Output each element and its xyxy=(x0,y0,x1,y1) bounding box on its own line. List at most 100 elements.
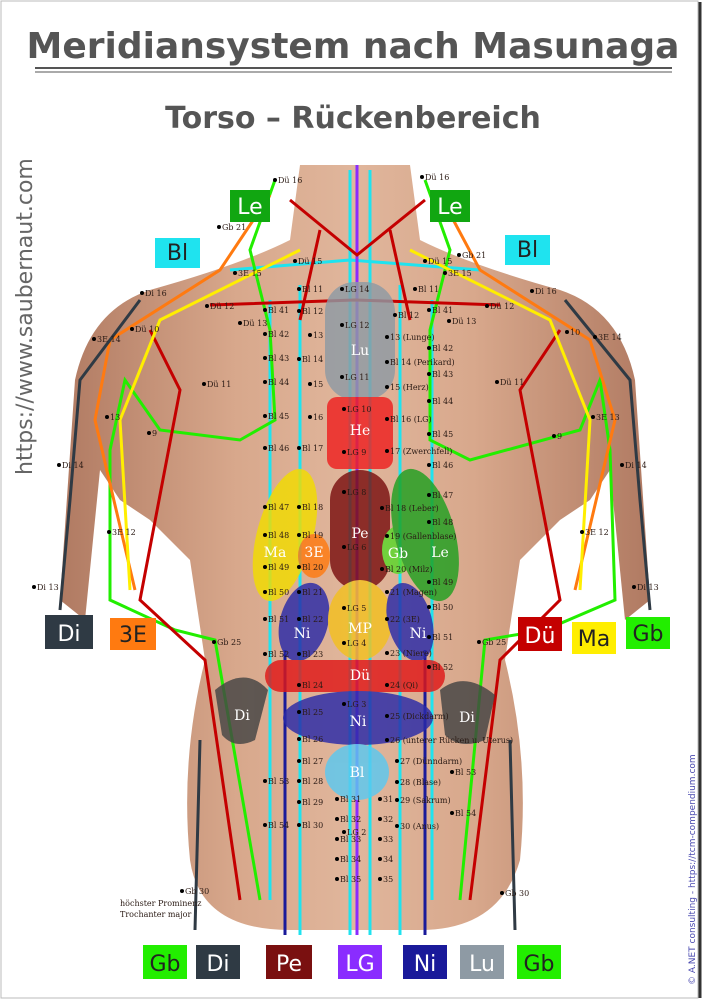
badge-box xyxy=(196,945,240,979)
badge-box xyxy=(505,235,550,265)
acupoint-label: Bl 41 xyxy=(268,306,289,315)
acupoint-dot xyxy=(500,891,504,895)
acupoint-dot xyxy=(263,308,267,312)
acupoint-label: 21 (Magen) xyxy=(390,588,437,597)
badge-label: Bl xyxy=(167,241,188,266)
acupoint-dot xyxy=(342,490,346,494)
zone-ni-lower xyxy=(283,691,433,745)
acupoint-dot xyxy=(335,857,339,861)
acupoint-label: Bl 31 xyxy=(340,795,361,804)
acupoint-label: 3E 15 xyxy=(448,269,472,278)
acupoint-dot xyxy=(297,652,301,656)
acupoint-dot xyxy=(297,779,301,783)
acupoint-dot xyxy=(297,309,301,313)
acupoint-label: Bl 21 xyxy=(302,588,323,597)
acupoint-label: 10 xyxy=(570,328,580,337)
acupoint-label: Bl 44 xyxy=(268,378,289,387)
zone-du xyxy=(265,660,445,692)
acupoint-label: Bl 17 xyxy=(302,444,323,453)
acupoint-label: Dü 13 xyxy=(243,319,267,328)
acupoint-label: Bl 52 xyxy=(268,650,289,659)
trochanter-note-1: höchster Prominenz xyxy=(120,899,201,908)
acupoint-dot xyxy=(378,857,382,861)
acupoint-label: Bl 20 (Milz) xyxy=(385,565,432,574)
acupoint-dot xyxy=(297,446,301,450)
meridian-badge-le: Le xyxy=(430,190,470,222)
acupoint-label: Bl 46 xyxy=(268,444,289,453)
badge-box xyxy=(143,945,187,979)
acupoint-dot xyxy=(457,253,461,257)
zone-bl xyxy=(325,744,389,800)
acupoint-dot xyxy=(342,702,346,706)
badge-box xyxy=(626,617,670,649)
acupoint-label: LG 8 xyxy=(347,488,366,497)
acupoint-label: Bl 48 xyxy=(432,518,453,527)
acupoint-dot xyxy=(297,287,301,291)
badge-box xyxy=(45,615,93,649)
acupoint-label: Bl 11 xyxy=(418,285,439,294)
acupoint-label: 33 xyxy=(383,835,393,844)
acupoint-label: 23 (Niere) xyxy=(390,649,432,658)
acupoint-label: 22 (3E) xyxy=(390,615,420,624)
acupoint-dot xyxy=(485,304,489,308)
subtitle: Torso – Rückenbereich xyxy=(165,101,541,136)
acupoint-label: Bl 30 xyxy=(302,821,323,830)
acupoint-dot xyxy=(378,837,382,841)
acupoint-dot xyxy=(263,779,267,783)
meridian-badge-le: Le xyxy=(230,190,270,222)
organ-zones xyxy=(215,282,495,800)
zone-3e xyxy=(298,534,330,578)
badge-label: LG xyxy=(345,952,374,977)
acupoint-label: Bl 48 xyxy=(268,531,289,540)
badge-label: Dü xyxy=(525,624,556,649)
acupoint-dot xyxy=(130,327,134,331)
acupoint-label: Bl 47 xyxy=(432,491,453,500)
acupoint-label: Bl 25 xyxy=(302,708,323,717)
acupoint-dot xyxy=(450,811,454,815)
acupoint-dot xyxy=(273,178,277,182)
acupoint-label: Dü 11 xyxy=(207,380,231,389)
acupoint-label: 3E 14 xyxy=(97,335,121,344)
acupoint-label: Dü 16 xyxy=(425,173,449,182)
acupoint-label: LG 4 xyxy=(347,639,366,648)
acupoint-dot xyxy=(293,259,297,263)
acupoint-label: Bl 12 xyxy=(302,307,323,316)
acupoint-label: Dü 11 xyxy=(500,378,524,387)
acupoint-dot xyxy=(427,605,431,609)
acupoint-label: Bl 41 xyxy=(432,306,453,315)
acupoint-dot xyxy=(378,817,382,821)
acupoint-label: 30 (Anus) xyxy=(400,822,439,831)
acupoint-dot xyxy=(385,360,389,364)
acupoint-dot xyxy=(342,450,346,454)
acupoint-label: Gb 25 xyxy=(482,638,506,647)
acupoint-label: Bl 14 (Perikard) xyxy=(390,358,455,367)
acupoint-dot xyxy=(495,380,499,384)
meridian-badge-lg: LG xyxy=(338,945,382,979)
acupoint-label: 25 (Dickdarm) xyxy=(390,712,449,721)
acupoint-dot xyxy=(632,585,636,589)
acupoint-label: 3E 12 xyxy=(585,528,609,537)
acupoint-label: Bl 34 xyxy=(340,855,361,864)
acupoint-label: Bl 42 xyxy=(268,330,289,339)
acupoint-dot xyxy=(385,335,389,339)
acupoint-dot xyxy=(340,287,344,291)
acupoint-label: 3E 15 xyxy=(238,269,262,278)
acupoint-dot xyxy=(378,877,382,881)
acupoint-dot xyxy=(427,635,431,639)
acupoint-dot xyxy=(591,415,595,419)
acupoint-dot xyxy=(427,399,431,403)
badge-box xyxy=(517,945,561,979)
acupoint-dot xyxy=(340,375,344,379)
acupoint-dot xyxy=(297,823,301,827)
zone-di-right xyxy=(440,681,495,744)
zone-pe xyxy=(330,470,390,590)
acupoint-dot xyxy=(342,830,346,834)
acupoint-dot xyxy=(297,357,301,361)
badge-box xyxy=(266,945,312,979)
badge-box xyxy=(230,190,270,222)
acupoint-dot xyxy=(233,271,237,275)
acupoint-label: 24 (Qi) xyxy=(390,681,418,690)
acupoint-dot xyxy=(443,271,447,275)
zone-le xyxy=(391,468,459,602)
